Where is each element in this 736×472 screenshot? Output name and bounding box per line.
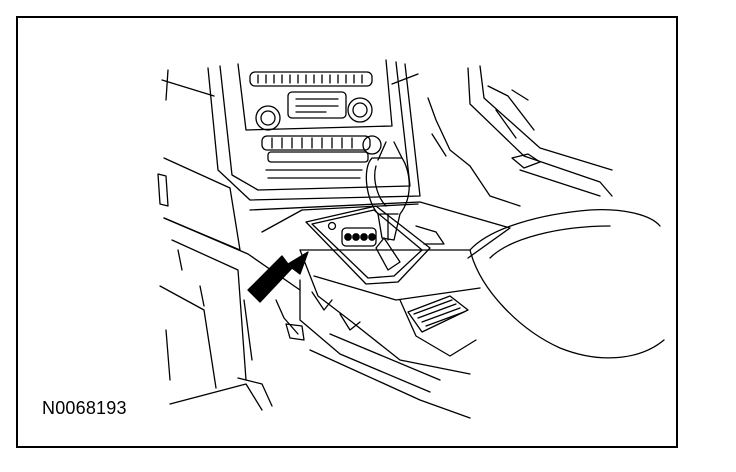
- floor-console: [243, 201, 511, 393]
- arrow-pointer-icon: [247, 251, 309, 303]
- center-stack: [207, 59, 421, 201]
- right-side-trim: [427, 65, 613, 207]
- gear-shifter-icon: [365, 141, 410, 241]
- floor-lines: [285, 323, 471, 419]
- figure-reference-code: N0068193: [42, 398, 127, 418]
- diagram-frame: [16, 16, 678, 448]
- center-armrest: [407, 208, 665, 359]
- left-console-trim: [157, 157, 301, 411]
- shifter-bezel: [305, 205, 445, 285]
- leader-lines: [161, 69, 419, 101]
